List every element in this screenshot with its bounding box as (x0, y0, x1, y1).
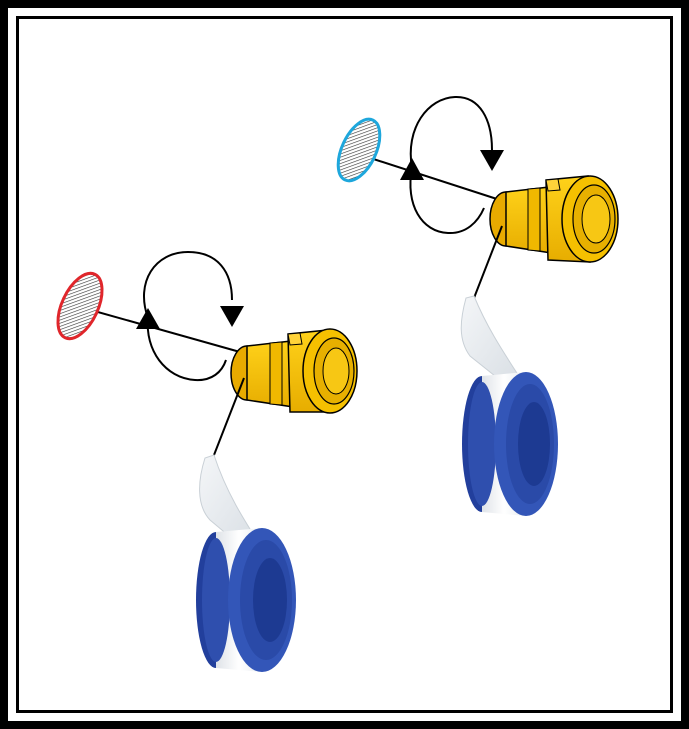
right-tape-lead-line (473, 225, 503, 299)
right-figure (336, 95, 619, 516)
right-thread-end-icon (336, 117, 382, 183)
left-ptfe-tape-roll-icon (196, 528, 296, 672)
right-axis-line (357, 153, 501, 201)
right-clockwise-rotation-arrow-icon (400, 95, 504, 235)
left-threaded-pipe-fitting-icon (230, 328, 358, 414)
left-clockwise-rotation-arrow-icon (136, 250, 244, 382)
left-tape-lead-line (213, 377, 245, 456)
left-thread-end-icon (56, 271, 104, 341)
left-figure (56, 250, 358, 672)
right-threaded-pipe-fitting-icon (489, 175, 619, 263)
right-ptfe-tape-roll-icon (462, 372, 558, 516)
left-axis-line (79, 306, 241, 353)
